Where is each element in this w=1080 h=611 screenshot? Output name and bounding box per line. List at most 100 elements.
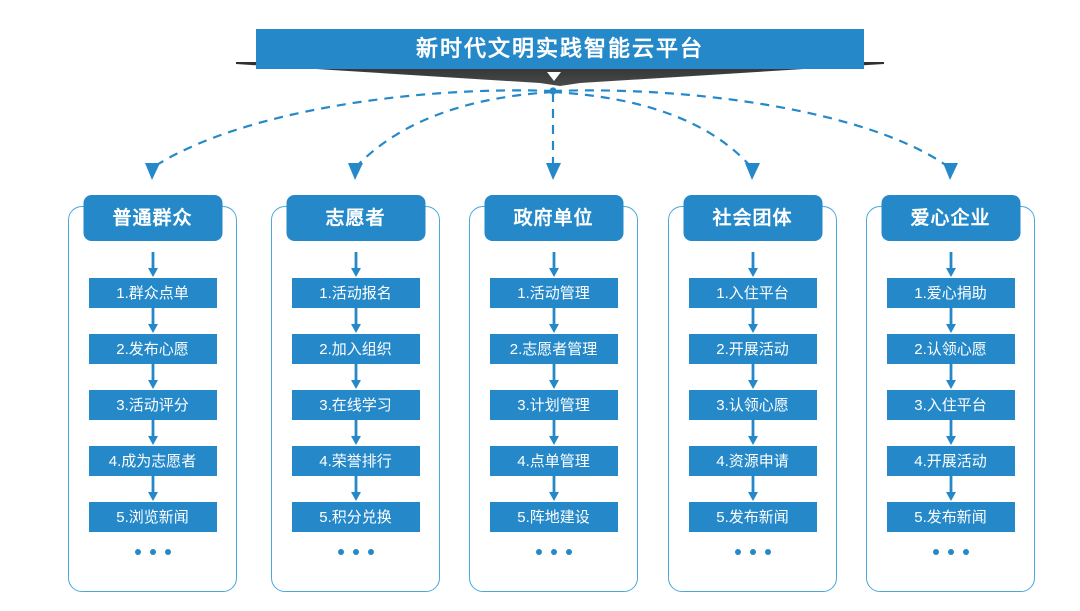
role-column-body: 1.入住平台 2.开展活动 3.认领心愿 4.资源申请 5.发布新闻 [668,252,837,555]
role-column-header-label: 社会团体 [712,207,793,229]
step-item[interactable]: 2.发布心愿 [88,334,217,364]
step-arrow-down-icon [945,252,956,277]
step-arrow-down-icon [945,420,956,445]
ellipsis-dot [149,549,156,555]
step-item[interactable]: 4.点单管理 [489,446,618,476]
step-arrow-down-icon [147,476,158,501]
step-item[interactable]: 4.开展活动 [886,446,1015,476]
connector-to-column-1 [151,89,554,169]
step-item-label: 4.点单管理 [517,452,590,470]
ellipsis-dot [352,549,359,555]
connector-arrowhead-5 [943,163,958,180]
role-column: 社会团体 1.入住平台 2.开展活动 3.认领心愿 4.资源申请 5.发布新闻 [668,195,837,592]
step-item[interactable]: 5.积分兑换 [291,502,420,532]
step-item-label: 2.发布心愿 [116,340,189,358]
connector-arrowhead-2 [348,163,363,180]
step-item-label: 4.成为志愿者 [108,452,197,470]
step-item-label: 5.浏览新闻 [116,508,189,526]
ellipsis-dot [550,549,557,555]
step-item-label: 5.发布新闻 [914,508,987,526]
step-item-label: 1.爱心捐助 [914,284,987,302]
role-column-header[interactable]: 社会团体 [683,195,822,241]
connector-to-column-4 [552,90,753,169]
step-arrow-down-icon [945,308,956,333]
step-item[interactable]: 2.开展活动 [688,334,817,364]
step-item[interactable]: 5.发布新闻 [688,502,817,532]
more-items-ellipsis [134,549,171,555]
step-arrow-down-icon [350,476,361,501]
step-arrow-down-icon [747,364,758,389]
step-arrow-down-icon [945,476,956,501]
platform-title-banner: 新时代文明实践智能云平台 [256,29,864,69]
role-column-header[interactable]: 志愿者 [286,195,425,241]
step-arrow-down-icon [147,364,158,389]
step-item[interactable]: 2.认领心愿 [886,334,1015,364]
ellipsis-dot [734,549,741,555]
step-item[interactable]: 5.发布新闻 [886,502,1015,532]
step-arrow-down-icon [147,420,158,445]
step-item[interactable]: 1.活动管理 [489,278,618,308]
role-column-header-label: 志愿者 [325,207,386,229]
step-item-label: 3.认领心愿 [716,396,789,414]
ellipsis-dot [565,549,572,555]
step-item[interactable]: 3.认领心愿 [688,390,817,420]
connector-to-column-2 [354,90,554,169]
step-item-label: 5.发布新闻 [716,508,789,526]
step-arrow-down-icon [147,308,158,333]
step-item[interactable]: 5.浏览新闻 [88,502,217,532]
role-column: 政府单位 1.活动管理 2.志愿者管理 3.计划管理 4.点单管理 5.阵地建设 [469,195,638,592]
more-items-ellipsis [932,549,969,555]
step-arrow-down-icon [147,252,158,277]
ellipsis-dot [932,549,939,555]
role-column-header[interactable]: 政府单位 [484,195,623,241]
step-item-label: 3.在线学习 [319,396,392,414]
ellipsis-dot [947,549,954,555]
chevron-down-icon [547,72,561,81]
fan-out-connectors [145,87,958,180]
step-arrow-down-icon [350,252,361,277]
step-item[interactable]: 1.爱心捐助 [886,278,1015,308]
role-column-header[interactable]: 爱心企业 [881,195,1020,241]
ellipsis-dot [164,549,171,555]
step-item[interactable]: 2.加入组织 [291,334,420,364]
connector-hub [549,87,557,95]
step-arrow-down-icon [747,308,758,333]
step-item-label: 2.志愿者管理 [509,340,598,358]
step-item-label: 1.入住平台 [716,284,789,302]
step-arrow-down-icon [747,476,758,501]
step-item[interactable]: 3.计划管理 [489,390,618,420]
step-item[interactable]: 1.入住平台 [688,278,817,308]
step-item[interactable]: 3.入住平台 [886,390,1015,420]
page-title: 新时代文明实践智能云平台 [415,36,704,61]
step-item[interactable]: 2.志愿者管理 [489,334,618,364]
step-item-label: 3.入住平台 [914,396,987,414]
step-item-label: 3.计划管理 [517,396,590,414]
role-column-body: 1.活动报名 2.加入组织 3.在线学习 4.荣誉排行 5.积分兑换 [271,252,440,555]
ellipsis-dot [962,549,969,555]
step-arrow-down-icon [548,476,559,501]
more-items-ellipsis [337,549,374,555]
step-arrow-down-icon [548,252,559,277]
ellipsis-dot [535,549,542,555]
step-item[interactable]: 5.阵地建设 [489,502,618,532]
role-column-header-label: 爱心企业 [910,207,991,229]
role-column-header[interactable]: 普通群众 [83,195,222,241]
step-item-label: 4.开展活动 [914,452,987,470]
step-arrow-down-icon [945,364,956,389]
step-item[interactable]: 4.成为志愿者 [88,446,217,476]
role-column: 普通群众 1.群众点单 2.发布心愿 3.活动评分 4.成为志愿者 5.浏览新闻 [68,195,237,592]
step-item-label: 4.资源申请 [716,452,789,470]
step-item[interactable]: 1.活动报名 [291,278,420,308]
role-column-body: 1.群众点单 2.发布心愿 3.活动评分 4.成为志愿者 5.浏览新闻 [68,252,237,555]
step-item-label: 5.积分兑换 [319,508,392,526]
step-arrow-down-icon [350,364,361,389]
step-item[interactable]: 3.在线学习 [291,390,420,420]
step-item[interactable]: 3.活动评分 [88,390,217,420]
step-arrow-down-icon [350,308,361,333]
step-item[interactable]: 4.荣誉排行 [291,446,420,476]
step-item[interactable]: 4.资源申请 [688,446,817,476]
role-column: 爱心企业 1.爱心捐助 2.认领心愿 3.入住平台 4.开展活动 5.发布新闻 [866,195,1035,592]
connector-arrowhead-1 [145,163,160,180]
step-item[interactable]: 1.群众点单 [88,278,217,308]
